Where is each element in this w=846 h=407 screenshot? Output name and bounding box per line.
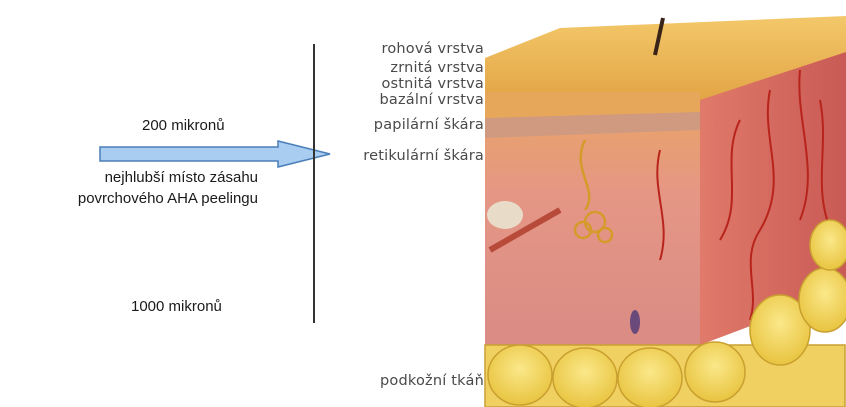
dermis-front [485, 130, 700, 350]
hair-follicle [630, 310, 640, 334]
sebaceous-gland [487, 201, 523, 229]
depth-marker-200: 200 mikronů [142, 117, 225, 134]
label-zrnita: zrnitá vrstva [390, 60, 484, 76]
depth-marker-1000: 1000 mikronů [131, 298, 222, 315]
depth-axis-line [313, 44, 315, 323]
annotation-line-1: nejhlubší místo zásahu [0, 167, 258, 188]
label-bazalni: bazální vrstva [380, 92, 485, 108]
label-podkozni: podkožní tkáň [380, 373, 484, 389]
annotation-line-2: povrchového AHA peelingu [0, 188, 258, 209]
depth-arrow [100, 141, 330, 167]
label-retikularni: retikulární škára [363, 148, 484, 164]
label-papilarni: papilární škára [374, 117, 484, 133]
label-rohova: rohová vrstva [382, 41, 485, 57]
annotation-text: nejhlubší místo zásahu povrchového AHA p… [0, 167, 258, 209]
label-ostnita: ostnitá vrstva [381, 76, 484, 92]
